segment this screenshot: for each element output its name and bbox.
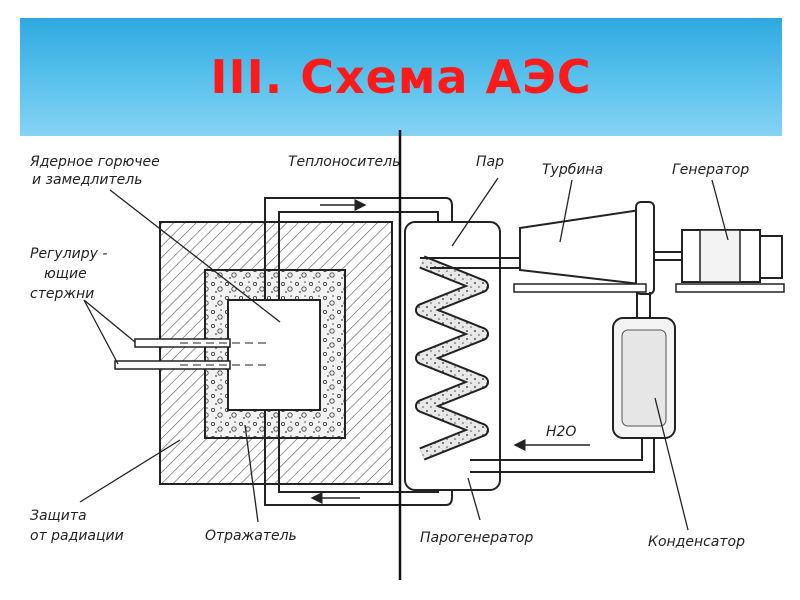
label-generator: Генератор	[672, 162, 749, 178]
generator	[675, 229, 785, 293]
label-condenser: Конденсатор	[648, 534, 745, 550]
label-shield-2: от радиации	[30, 528, 124, 544]
label-rods-2: ющие	[44, 266, 87, 282]
steam-generator	[404, 221, 501, 491]
water-return-pipe	[470, 438, 655, 473]
leader-lines	[79, 177, 729, 531]
label-water: H2O	[546, 424, 576, 440]
condenser	[612, 317, 676, 439]
label-shield-1: Защита	[30, 508, 87, 524]
slide-title: III. Схема АЭС	[210, 50, 592, 104]
label-rods-3: стержни	[30, 286, 94, 302]
reactor-core	[227, 299, 321, 411]
label-steam: Пар	[476, 154, 504, 170]
turbine	[513, 201, 655, 295]
label-rods-1: Регулиру -	[30, 246, 107, 262]
label-reflector: Отражатель	[205, 528, 297, 544]
label-coolant: Теплоноситель	[288, 154, 400, 170]
steam-pipe	[420, 257, 520, 269]
control-rods	[114, 338, 270, 370]
label-turbine: Турбина	[542, 162, 603, 178]
title-banner: III. Схема АЭС	[20, 18, 782, 136]
radiation-shield	[159, 221, 393, 485]
label-steam-generator: Парогенератор	[420, 530, 533, 546]
label-fuel-1: Ядерное горючее	[29, 154, 160, 170]
label-fuel-2: и замедлитель	[32, 172, 142, 188]
